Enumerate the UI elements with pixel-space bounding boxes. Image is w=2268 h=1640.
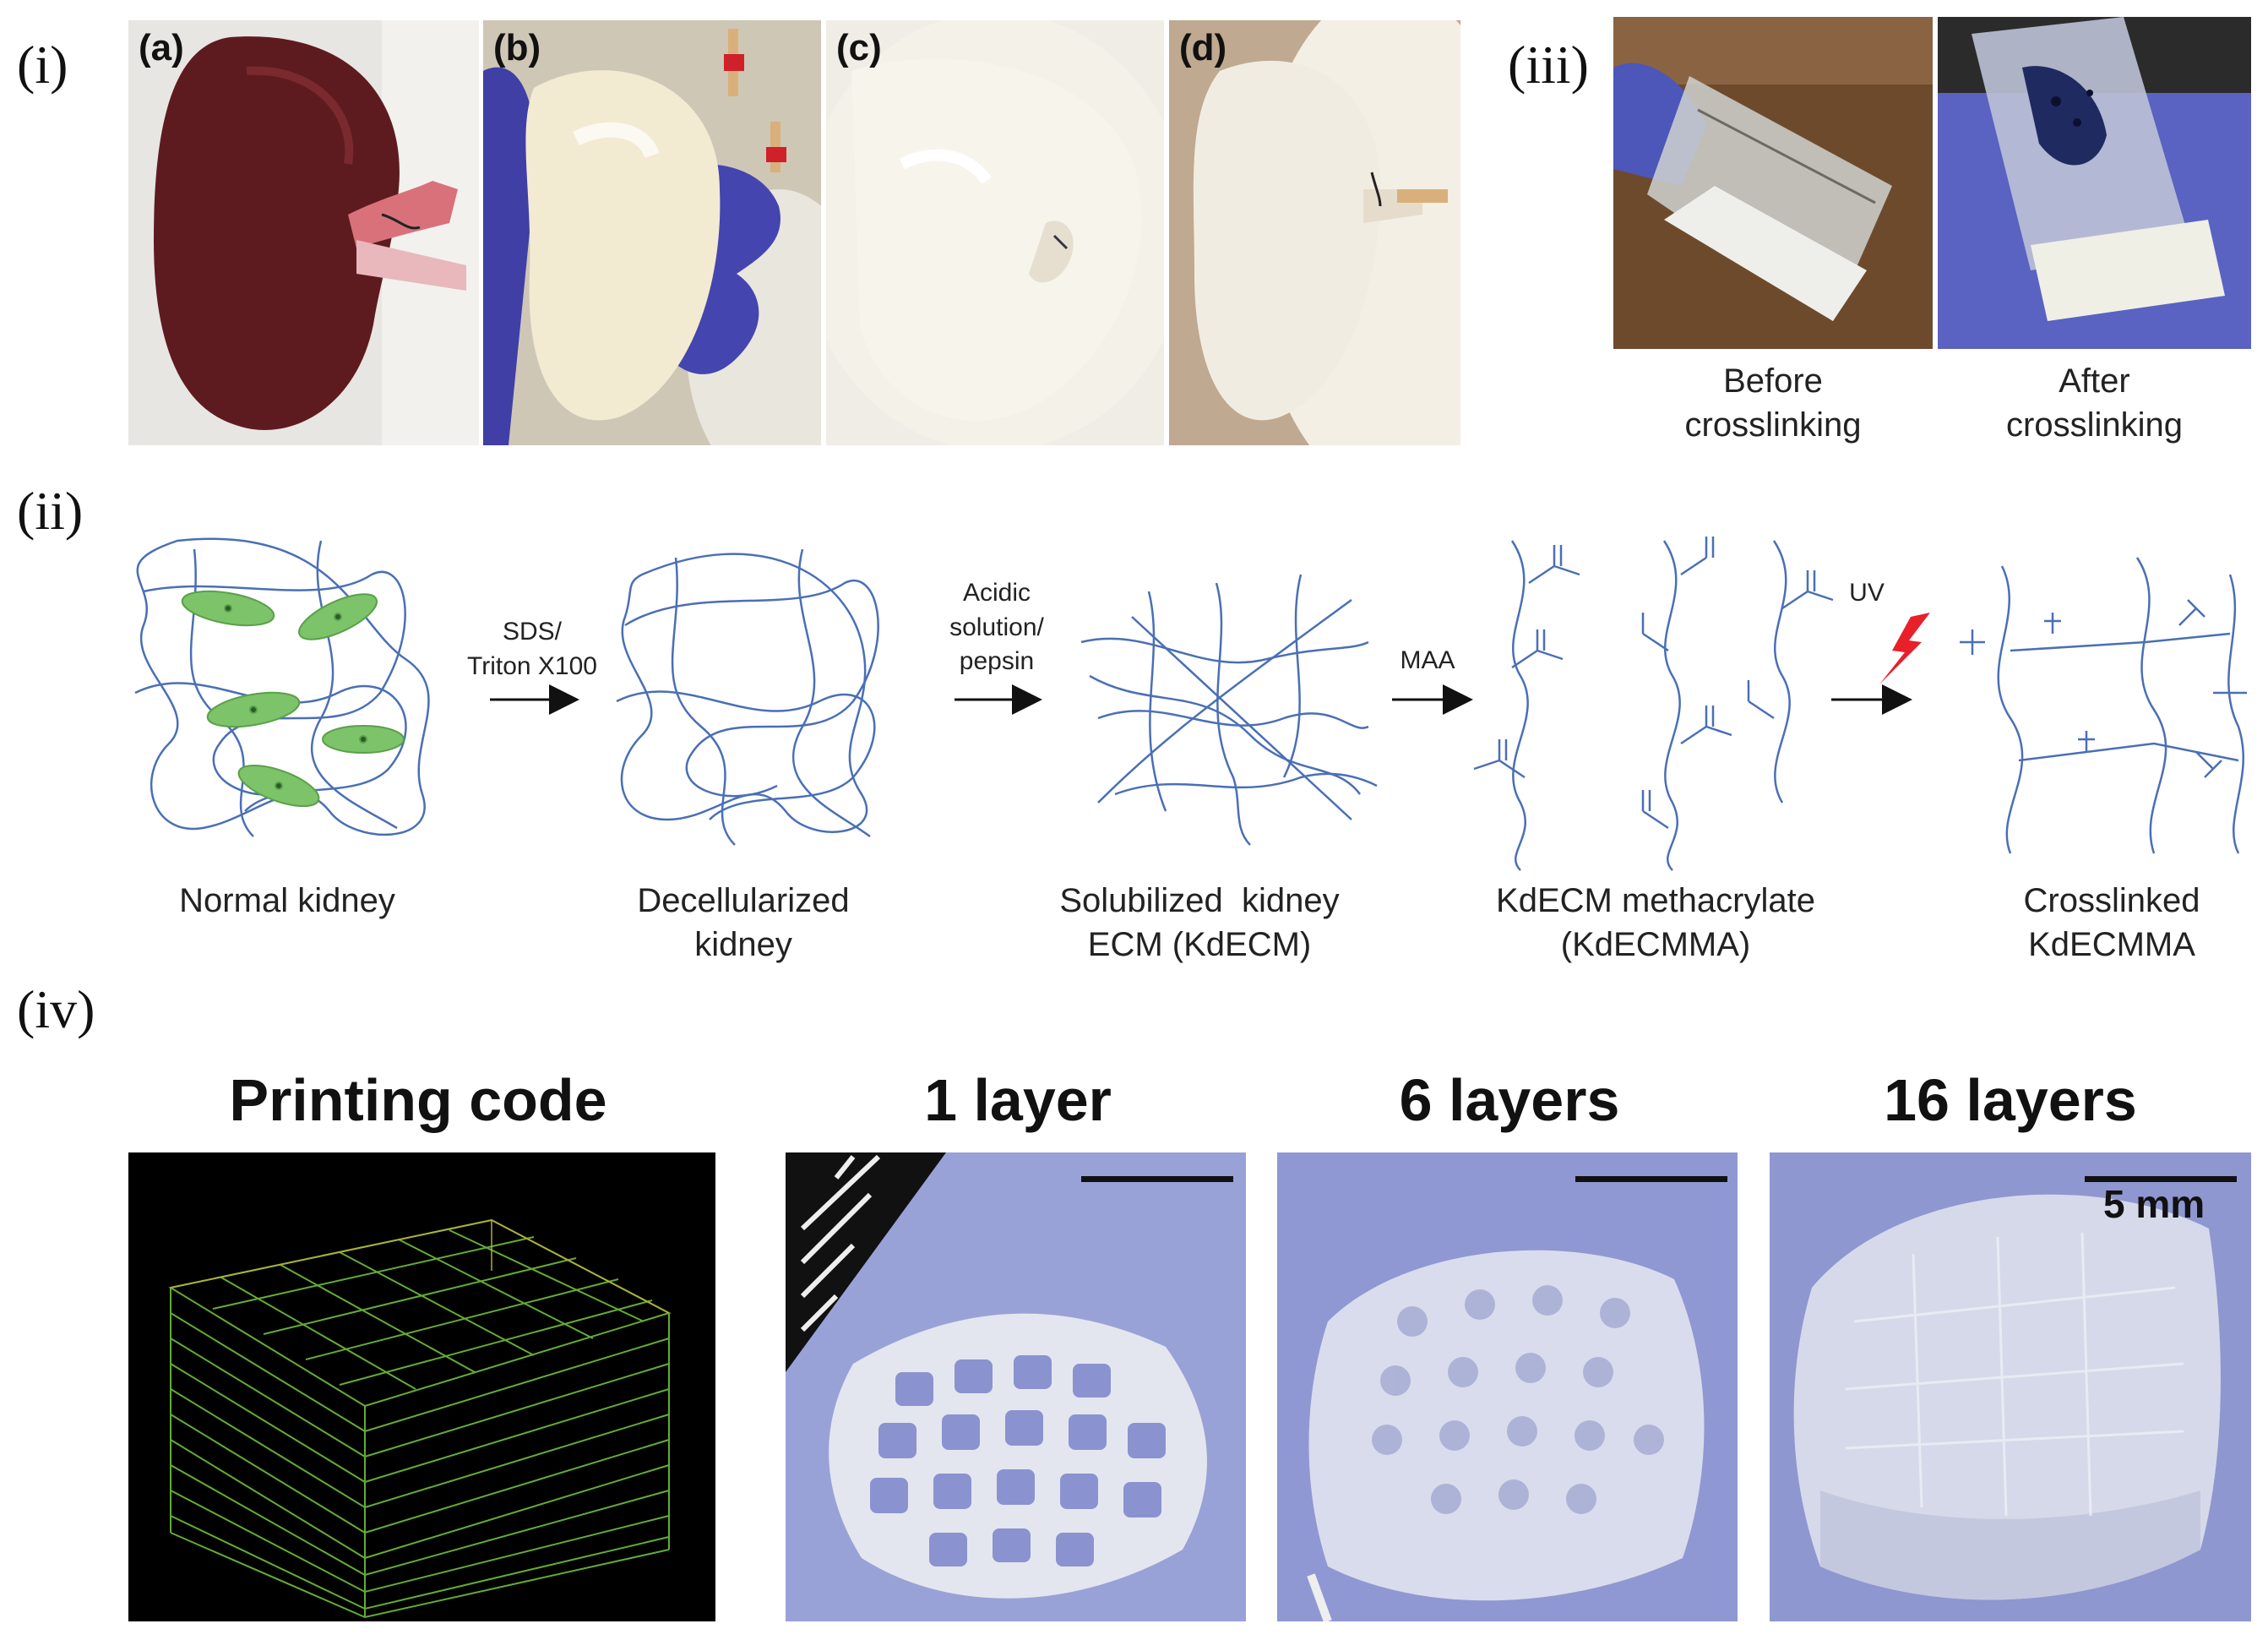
arrow-label-uv-line1: UV bbox=[1849, 579, 1885, 607]
caption-after-line2: crosslinking bbox=[2006, 406, 2183, 444]
scale-bar-6-layers bbox=[1575, 1176, 1727, 1182]
arrow-label-sds-line1: SDS/ bbox=[502, 618, 563, 646]
caption-before-line1: Before bbox=[1723, 362, 1823, 400]
panel-ii-label: (ii) bbox=[17, 481, 84, 541]
step-caption-meth-line2: (KdECMMA) bbox=[1560, 926, 1751, 963]
photo-decellularized-kidney-closeup: (c) bbox=[826, 20, 1164, 445]
photo-label-c: (c) bbox=[836, 27, 882, 68]
photo-print-6-layers bbox=[1277, 1152, 1738, 1621]
photo-label-a: (a) bbox=[139, 27, 184, 68]
arrow-label-acidic-line3: pepsin bbox=[959, 647, 1035, 675]
step-caption-meth-line1: KdECM methacrylate bbox=[1496, 882, 1815, 919]
panel-iii-label: (iii) bbox=[1508, 35, 1589, 95]
arrow-label-acidic-line1: Acidic bbox=[962, 579, 1031, 607]
arrow-label-acidic-line2: solution/ bbox=[949, 613, 1044, 641]
scale-bar-16-layers bbox=[2085, 1176, 2237, 1182]
photo-decellularized-kidney-cannula: (d) bbox=[1169, 20, 1460, 445]
photo-print-1-layer bbox=[786, 1152, 1246, 1621]
step-caption-cross-line2: KdECMMA bbox=[2028, 926, 2195, 963]
crosslinked-network bbox=[1960, 557, 2247, 854]
arrow-label-sds: SDS/ Triton X100 bbox=[448, 615, 617, 684]
schematic-diagram bbox=[134, 537, 2247, 871]
step-caption-cross-line1: Crosslinked bbox=[2023, 882, 2200, 919]
caption-before-crosslinking: Before crosslinking bbox=[1613, 359, 1933, 447]
step-caption-decell-line1: Decellularized bbox=[637, 882, 850, 919]
step-caption-methacrylate: KdECM methacrylate (KdECMMA) bbox=[1470, 879, 1841, 967]
arrow-label-maa-line1: MAA bbox=[1400, 646, 1455, 674]
arrow-label-uv: UV bbox=[1825, 576, 1909, 611]
heading-1-layer: 1 layer bbox=[924, 1067, 1112, 1133]
step-caption-decell-line2: kidney bbox=[694, 926, 792, 963]
step-caption-solub-line1: Solubilized kidney bbox=[1059, 882, 1340, 919]
caption-after-line1: After bbox=[2059, 362, 2130, 400]
panel-i-label: (i) bbox=[17, 35, 68, 95]
step-caption-normal-kidney: Normal kidney bbox=[110, 879, 465, 923]
arrow-label-maa: MAA bbox=[1368, 644, 1487, 678]
photo-label-d: (d) bbox=[1179, 27, 1227, 68]
photo-decellularizing-kidney: (b) bbox=[483, 20, 821, 445]
heading-16-layers: 16 layers bbox=[1884, 1067, 2137, 1133]
caption-before-line2: crosslinking bbox=[1684, 406, 1862, 444]
scale-bar-label: 5 mm bbox=[2103, 1182, 2205, 1226]
scale-bar-1-layer bbox=[1081, 1176, 1233, 1182]
photo-vial-before-crosslinking bbox=[1613, 17, 1933, 349]
cell-group bbox=[181, 590, 405, 808]
heading-printing-code: Printing code bbox=[229, 1067, 607, 1133]
step-caption-solubilized: Solubilized kidney ECM (KdECM) bbox=[1014, 879, 1385, 967]
printing-code-render bbox=[128, 1152, 715, 1621]
uv-bolt-icon bbox=[1879, 613, 1930, 684]
arrow-label-sds-line2: Triton X100 bbox=[467, 651, 597, 680]
photo-label-b: (b) bbox=[493, 27, 541, 68]
photo-print-16-layers bbox=[1770, 1152, 2251, 1621]
photo-vial-after-crosslinking bbox=[1938, 17, 2251, 349]
photo-native-kidney: (a) bbox=[128, 20, 479, 445]
caption-after-crosslinking: After crosslinking bbox=[1938, 359, 2251, 447]
heading-6-layers: 6 layers bbox=[1399, 1067, 1620, 1133]
step-caption-decellularized: Decellularized kidney bbox=[574, 879, 912, 967]
methacrylate-chains bbox=[1473, 537, 1834, 871]
step-caption-normal-line1: Normal kidney bbox=[179, 882, 395, 919]
decellularized-network bbox=[616, 548, 879, 846]
step-caption-solub-line2: ECM (KdECM) bbox=[1087, 926, 1312, 963]
arrow-label-acidic: Acidic solution/ pepsin bbox=[912, 576, 1081, 679]
panel-iv-label: (iv) bbox=[17, 979, 95, 1039]
solubilized-fibers bbox=[1080, 574, 1378, 846]
step-caption-crosslinked: Crosslinked KdECMMA bbox=[1968, 879, 2255, 967]
